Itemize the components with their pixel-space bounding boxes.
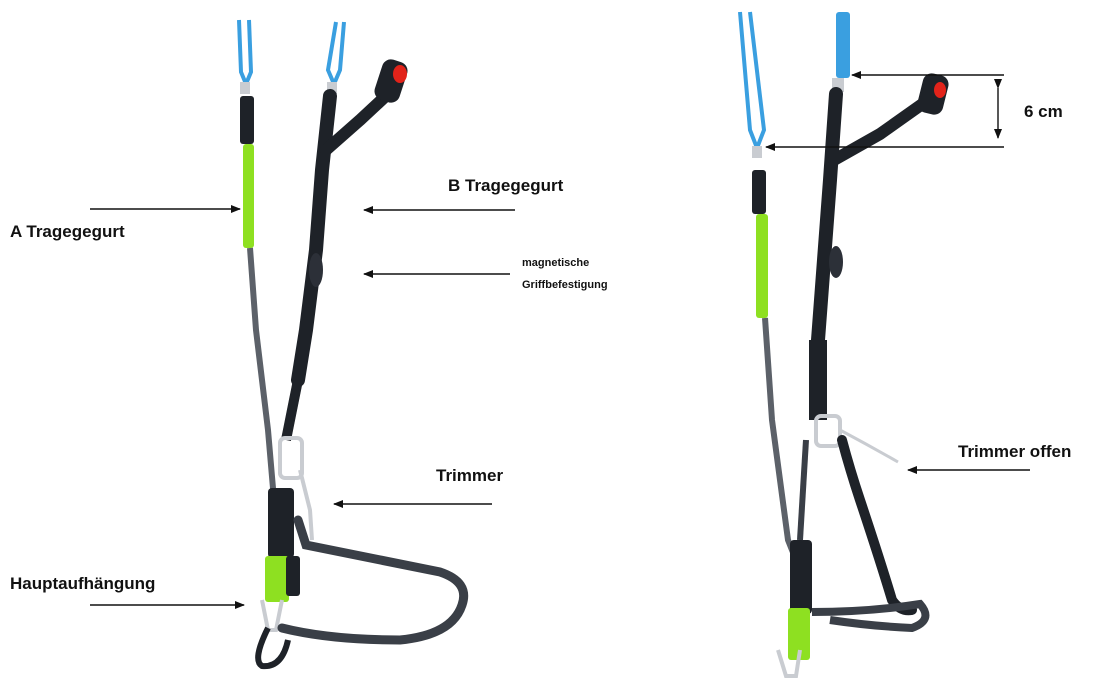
main-attachment-right — [778, 540, 812, 676]
label-distance: 6 cm — [1024, 102, 1063, 122]
right-riser-set — [740, 12, 950, 676]
label-magnetic-line2: Griffbefestigung — [522, 274, 608, 296]
main-attachment-left — [258, 488, 300, 666]
label-b-riser: B Tragegegurt — [448, 176, 563, 196]
b-riser-left — [286, 94, 388, 440]
a-riser-left — [240, 96, 274, 500]
label-main-attachment: Hauptaufhängung — [10, 574, 155, 594]
brake-handle-left — [372, 57, 410, 105]
label-magnetic-line1: magnetische — [522, 252, 589, 274]
label-a-riser: A Tragegegurt — [10, 222, 125, 242]
left-riser-set — [239, 20, 464, 666]
annotation-arrows — [90, 75, 1030, 605]
brake-handle-right — [916, 71, 951, 116]
speed-loop-right — [800, 440, 925, 628]
blue-line-connector-b — [327, 22, 344, 94]
b-riser-right — [818, 94, 928, 420]
blue-line-connector-a-right — [740, 12, 764, 158]
label-trimmer-open: Trimmer offen — [958, 442, 1071, 462]
label-trimmer: Trimmer — [436, 466, 503, 486]
trimmer-buckle-right — [816, 416, 898, 462]
blue-line-connector-a — [239, 20, 251, 94]
a-riser-right — [752, 170, 796, 560]
speed-loop-left — [282, 520, 464, 640]
blue-line-connector-b-right — [832, 12, 850, 92]
